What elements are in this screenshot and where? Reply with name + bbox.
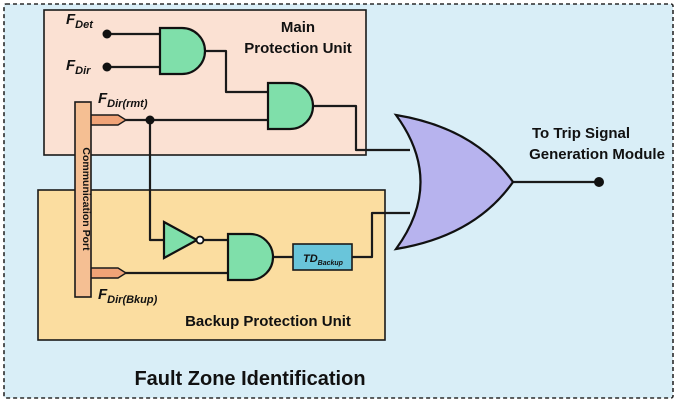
backup-signal-connector (85, 267, 128, 279)
td-backup-block (292, 243, 353, 271)
f-dir-label-sub: Dir (75, 65, 91, 77)
diagram-title: Fault Zone Identification (134, 368, 365, 390)
output-terminal (594, 177, 604, 187)
and-gate-2 (266, 81, 315, 131)
output-label-line1: To Trip Signal (532, 125, 630, 142)
f-det-label: FDet (66, 11, 94, 31)
backup-unit-label: Backup Protection Unit (185, 313, 351, 330)
f-det-label-base: F (66, 11, 76, 28)
main-unit-label-line2: Protection Unit (244, 40, 352, 57)
output-label-line2: Generation Module (529, 146, 665, 163)
main-unit-label-line1: Main (281, 19, 315, 36)
td-backup-label-sub: Backup (318, 260, 344, 267)
f-dir-rmt-label-sub: Dir(rmt) (107, 98, 148, 110)
communication-port-label: Communication Port (80, 147, 92, 251)
main-protection-unit-box (43, 9, 367, 156)
not-gate (162, 220, 200, 260)
f-dir-rmt-label-base: F (98, 90, 108, 107)
td-backup-label-base: TD (303, 253, 318, 265)
td-backup-label: TDBackup (303, 253, 344, 267)
f-dir-label-base: F (66, 57, 76, 74)
and-gate-1 (158, 26, 207, 76)
f-det-label-sub: Det (75, 19, 94, 31)
f-dir-bkup-label: FDir(Bkup) (98, 286, 158, 306)
f-dir-bkup-label-sub: Dir(Bkup) (107, 294, 157, 306)
f-dir-rmt-label: FDir(rmt) (98, 90, 148, 110)
remote-signal-connector (85, 114, 128, 126)
communication-port-bar (74, 101, 92, 298)
and-gate-3 (226, 232, 275, 282)
junction-dot (145, 115, 155, 125)
f-dir-terminal (102, 62, 112, 72)
or-gate (393, 113, 515, 251)
f-dir-label: FDir (66, 57, 91, 77)
f-dir-bkup-label-base: F (98, 286, 108, 303)
f-det-terminal (102, 29, 112, 39)
not-gate-bubble (195, 235, 205, 245)
